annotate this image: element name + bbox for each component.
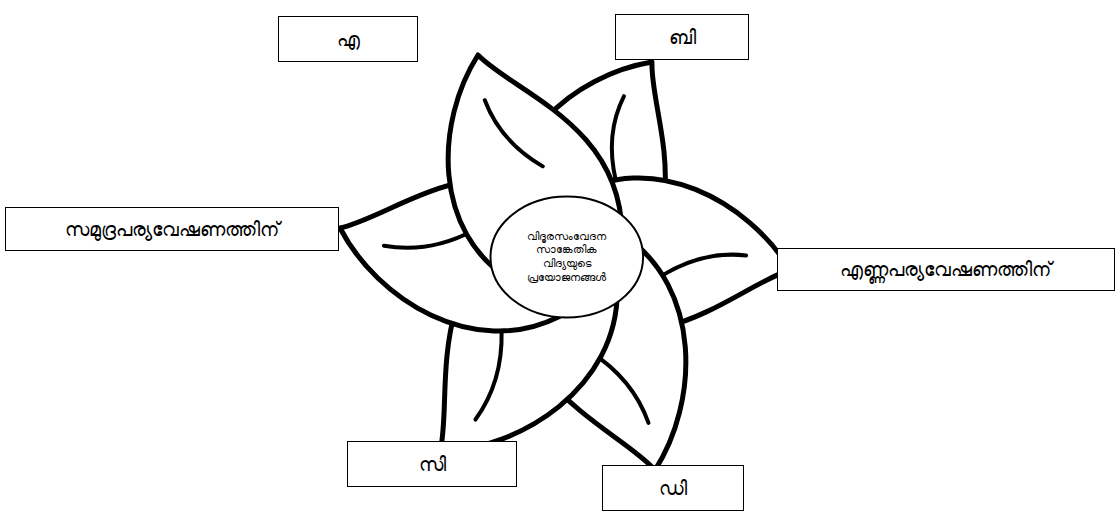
label-box: സമുദ്രപര്യവേഷണത്തിന്: [5, 207, 339, 251]
ellipse-shape: [491, 197, 644, 318]
petal-vein: [453, 331, 524, 420]
label-box: ബി: [615, 14, 749, 60]
center-title: വിദൂരസംവേദന സാങ്കേതിക വിദ്യയുടെ പ്രയോജനങ…: [511, 230, 623, 285]
box-label: എ: [337, 28, 360, 51]
petal-vein: [485, 90, 543, 177]
box-label: സി: [419, 453, 446, 476]
box-label: ബി: [669, 26, 696, 49]
label-box: ഡി: [602, 465, 744, 511]
center-ellipse: വിദൂരസംവേദന സാങ്കേതിക വിദ്യയുടെ പ്രയോജനങ…: [489, 195, 645, 319]
petal-vein: [660, 250, 746, 281]
box-label: ഡി: [659, 477, 687, 500]
box-label: എണ്ണപര്യവേഷണത്തിന്: [840, 258, 1052, 281]
label-box: എ: [278, 16, 418, 62]
label-box: സി: [347, 441, 517, 487]
label-box: എണ്ണപര്യവേഷണത്തിന്: [777, 248, 1115, 291]
box-label: സമുദ്രപര്യവേഷണത്തിന്: [65, 218, 280, 241]
